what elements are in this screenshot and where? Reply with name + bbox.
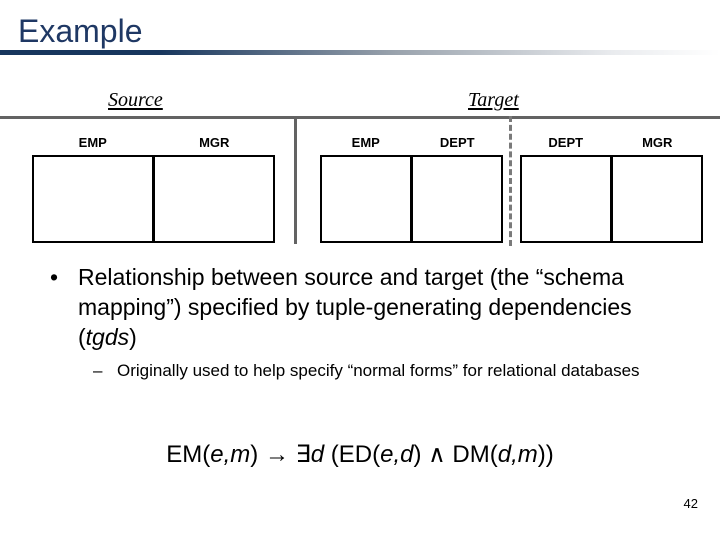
- bullet-text-part-b: ): [129, 324, 137, 350]
- formula-var: d: [310, 441, 325, 468]
- bullet-item-level1: • Relationship between source and target …: [0, 262, 720, 352]
- column-header: EMP: [78, 135, 107, 150]
- formula-var: e,m: [210, 441, 251, 468]
- bullet-text-part-a: Relationship between source and target (…: [78, 264, 632, 350]
- page-title: Example: [18, 13, 143, 49]
- page-number: 42: [683, 496, 698, 511]
- table-body-row: [520, 155, 703, 243]
- formula-part: )): [537, 441, 554, 468]
- target-tables-dashed-divider: [509, 116, 512, 246]
- table-header-row: EMP MGR: [32, 135, 275, 151]
- formula-part: (ED(: [324, 441, 381, 468]
- column-header: MGR: [199, 135, 230, 150]
- source-section-label: Source: [108, 89, 163, 111]
- formula-part: EM(: [166, 441, 211, 468]
- table-cell: [154, 155, 275, 243]
- formula-var: d,m: [497, 441, 538, 468]
- slide-body: • Relationship between source and target …: [0, 262, 720, 382]
- table-header-row: DEPT MGR: [520, 135, 703, 151]
- table-header-row: EMP DEPT: [320, 135, 503, 151]
- column-header: MGR: [642, 135, 673, 150]
- subbullet-text: Originally used to help specify “normal …: [117, 361, 640, 380]
- tgd-formula: EM(e,m) → ∃d (ED(e,d) ∧ DM(d,m)): [0, 440, 720, 470]
- table-cell: [612, 155, 703, 243]
- column-header: EMP: [351, 135, 380, 150]
- table-cell: [32, 155, 154, 243]
- source-target-vertical-divider: [294, 116, 297, 244]
- table-body-row: [32, 155, 275, 243]
- formula-part: ) ∧ DM(: [413, 441, 498, 468]
- table-cell: [412, 155, 503, 243]
- table-body-row: [320, 155, 503, 243]
- table-cell: [320, 155, 412, 243]
- table-cell: [520, 155, 612, 243]
- schema-diagram: Source Target EMP MGR EMP DEPT DEPT MGR: [0, 80, 720, 260]
- title-underline-rule: [0, 50, 720, 55]
- formula-var: e,d: [380, 441, 414, 468]
- schema-horizontal-divider: [0, 116, 720, 119]
- bullet-text-italic: tgds: [85, 324, 130, 350]
- formula-part: ) → ∃: [250, 441, 311, 468]
- bullet-item-level2: –Originally used to help specify “normal…: [0, 360, 720, 382]
- column-header: DEPT: [548, 135, 584, 150]
- dash-marker-icon: –: [93, 361, 103, 380]
- column-header: DEPT: [439, 135, 475, 150]
- target-section-label: Target: [468, 89, 519, 111]
- bullet-marker-icon: •: [50, 264, 59, 290]
